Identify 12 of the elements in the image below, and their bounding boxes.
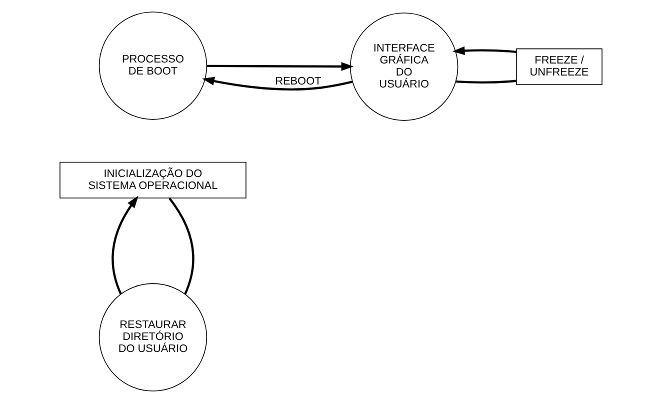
connector xyxy=(168,198,194,294)
arrow xyxy=(452,46,516,55)
arrow xyxy=(111,196,138,294)
node-box: INICIALIZAÇÃO DO SISTEMA OPERACIONAL xyxy=(59,162,246,198)
node-circle: INTERFACE GRÁFICA DO USUÁRIO xyxy=(350,12,458,121)
arrow xyxy=(202,76,352,90)
connector xyxy=(456,80,516,84)
node-circle: RESTAURAR DIRETÓRIO DO USUÁRIO xyxy=(98,283,207,392)
node-circle: PROCESSO DE BOOT xyxy=(98,12,207,120)
node-box: FREEZE / UNFREEZE xyxy=(516,48,602,86)
edge-label: REBOOT xyxy=(274,75,321,88)
arrow xyxy=(206,62,354,71)
